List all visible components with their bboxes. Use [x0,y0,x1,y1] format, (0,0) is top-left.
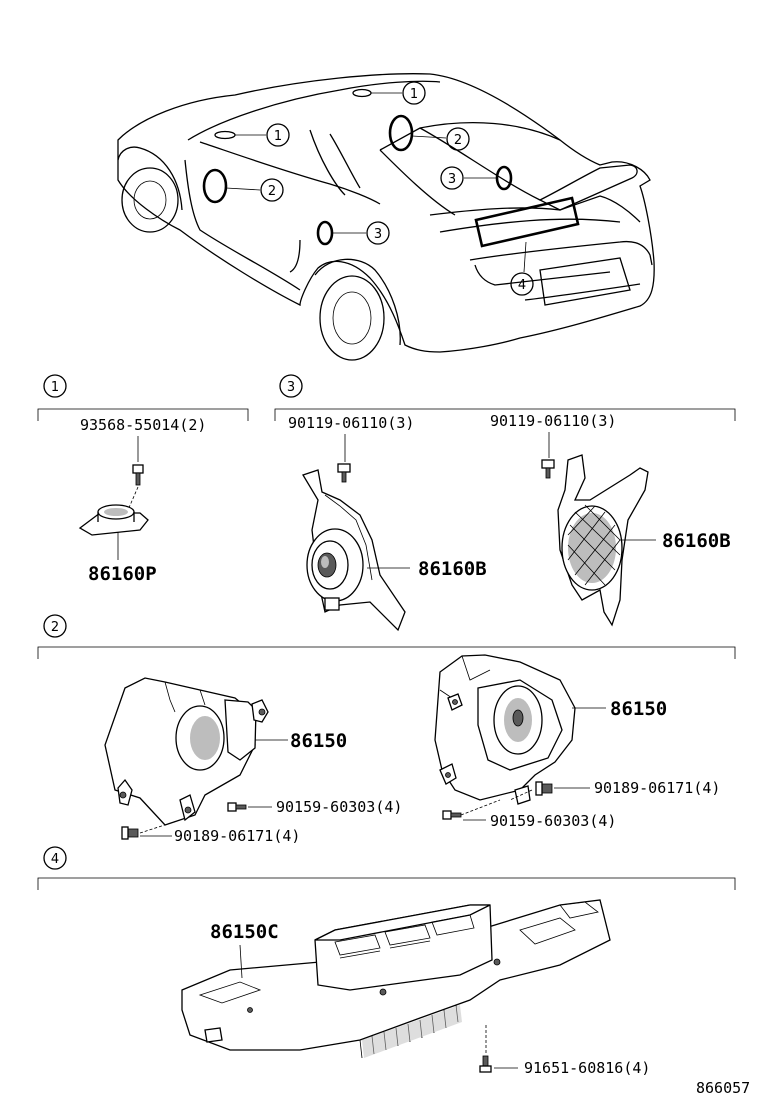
s3-right-screw-label: 90119-06110(3) [490,412,616,430]
svg-text:1: 1 [274,129,282,144]
s2-left-speaker [104,677,269,826]
svg-text:4: 4 [518,278,526,293]
section-4: 4 86150C 91 [37,846,736,1077]
car-callout-2a: 2 [260,178,284,202]
section-1-index: 1 [51,380,59,395]
s4-subwoofer-box [181,899,611,1059]
s2-left-nut-label: 90189-06171(4) [174,827,300,845]
s1-tweeter [78,504,149,536]
s2-left-screw [227,802,247,812]
s3-right-screw [541,459,555,479]
car-callout-3b: 3 [366,221,390,245]
svg-text:3: 3 [448,172,456,187]
s2-right-nut-label: 90189-06171(4) [594,779,720,797]
section-2: 2 86150 90159-60303(4) [37,614,736,845]
s1-bolt [132,464,144,486]
car-callout-1b: 1 [266,123,290,147]
section-2-index: 2 [51,620,59,635]
s3-right-speaker [557,454,649,627]
svg-text:2: 2 [268,184,276,199]
s2-right-nut [535,781,553,796]
svg-text:3: 3 [374,227,382,242]
svg-text:1: 1 [410,87,418,102]
s3-right-part-label: 86160B [662,530,731,552]
s2-right-screw-label: 90159-60303(4) [490,812,616,830]
section-4-index: 4 [51,852,59,867]
s3-left-screw-label: 90119-06110(3) [288,414,414,432]
s2-left-nut [121,826,139,840]
section-3: 3 90119-06110(3) 90119-06110(3) 86160B [274,374,736,632]
s3-left-part-label: 86160B [418,558,487,580]
s2-left-screw-label: 90159-60303(4) [276,798,402,816]
s2-left-part-label: 86150 [290,730,347,752]
s4-part-label: 86150C [210,921,279,943]
svg-text:2: 2 [454,133,462,148]
s1-bolt-label: 93568-55014(2) [80,416,206,434]
car-callout-1a: 1 [402,81,426,105]
s3-left-screw [337,463,351,483]
car-callout-3a: 3 [440,166,464,190]
s4-screw [479,1055,492,1073]
s2-right-screw [442,810,462,820]
s2-right-part-label: 86150 [610,698,667,720]
car-callout-2b: 2 [446,127,470,151]
section-1: 1 93568-55014(2) 86160P [37,374,249,585]
s3-left-speaker [302,469,406,632]
s4-screw-label: 91651-60816(4) [524,1059,650,1077]
car-overview: 1 1 2 2 3 3 4 [117,73,655,361]
figure-number: 866057 [696,1079,750,1097]
s2-right-speaker [434,654,576,805]
s1-part-label: 86160P [88,563,157,585]
section-3-index: 3 [287,380,295,395]
car-callout-4: 4 [510,272,534,296]
